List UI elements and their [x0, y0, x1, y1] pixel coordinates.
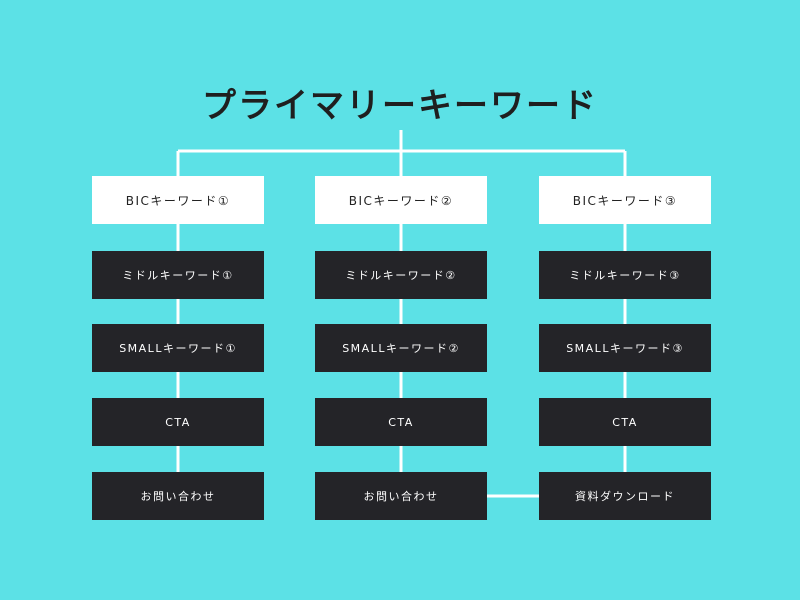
cta-box-3: CTA	[539, 398, 711, 446]
conversion-box-1: お問い合わせ	[92, 472, 264, 520]
middle-keyword-box-1: ミドルキーワード①	[92, 251, 264, 299]
small-keyword-box-2: SMALLキーワード②	[315, 324, 487, 372]
small-keyword-box-1: SMALLキーワード①	[92, 324, 264, 372]
conversion-box-2: お問い合わせ	[315, 472, 487, 520]
big-keyword-box-2: BICキーワード②	[315, 176, 487, 224]
cta-box-2: CTA	[315, 398, 487, 446]
big-keyword-box-3: BICキーワード③	[539, 176, 711, 224]
page-title: プライマリーキーワード	[202, 86, 598, 126]
conversion-box-3: 資料ダウンロード	[539, 472, 711, 520]
middle-keyword-box-2: ミドルキーワード②	[315, 251, 487, 299]
cta-box-1: CTA	[92, 398, 264, 446]
big-keyword-box-1: BICキーワード①	[92, 176, 264, 224]
small-keyword-box-3: SMALLキーワード③	[539, 324, 711, 372]
middle-keyword-box-3: ミドルキーワード③	[539, 251, 711, 299]
